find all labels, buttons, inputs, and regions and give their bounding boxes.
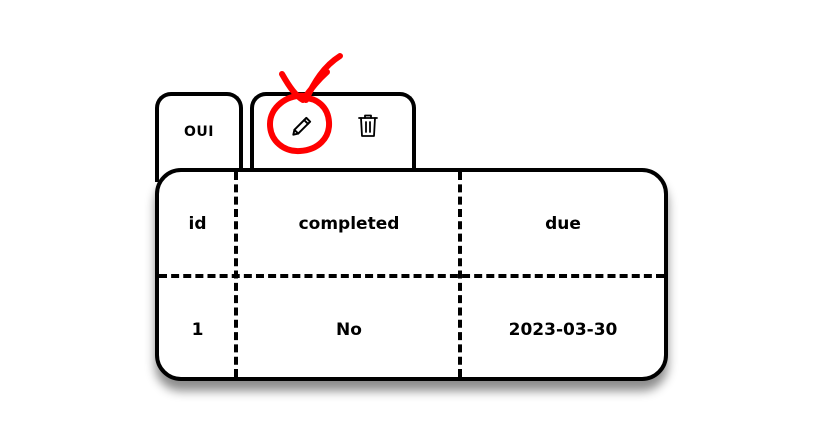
header-completed: completed — [298, 214, 400, 234]
cell-completed: No — [336, 320, 362, 340]
header-id: id — [188, 214, 207, 234]
tab-oui-label: OUI — [184, 124, 214, 140]
delete-button[interactable] — [350, 110, 386, 146]
tab-oui[interactable]: OUI — [155, 92, 243, 182]
pencil-icon — [289, 113, 315, 143]
row-divider — [159, 274, 664, 278]
edit-button[interactable] — [284, 110, 320, 146]
cell-id: 1 — [191, 320, 204, 340]
cell-due: 2023-03-30 — [508, 320, 618, 340]
data-table: id completed due 1 No 2023-03-30 — [155, 168, 668, 381]
header-due: due — [545, 214, 581, 234]
trash-icon — [356, 113, 380, 143]
